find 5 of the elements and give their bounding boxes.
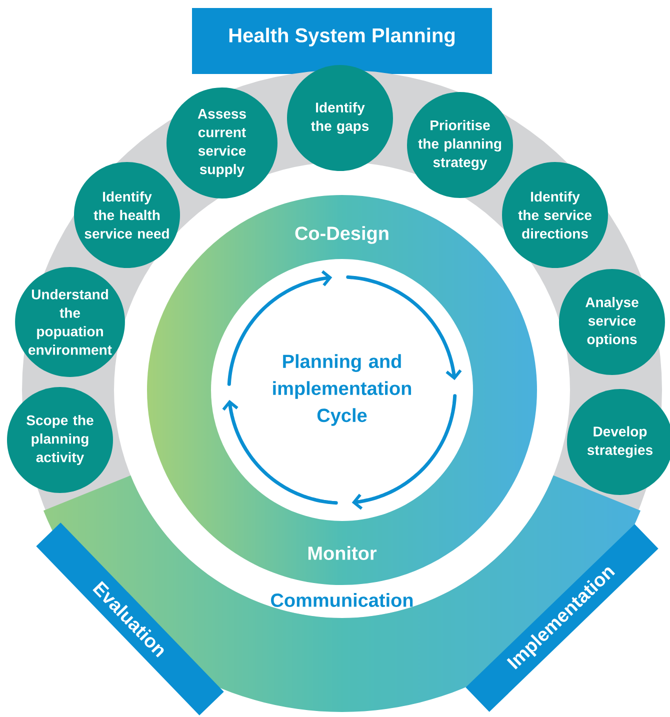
heading-box: Health System Planning (192, 8, 492, 74)
cycle-disc: Planning and implementation Cycle (211, 259, 473, 521)
disc-label: Monitor (308, 546, 377, 560)
disc-label: Co-Design (295, 226, 388, 244)
band-label: Communication (271, 593, 413, 607)
